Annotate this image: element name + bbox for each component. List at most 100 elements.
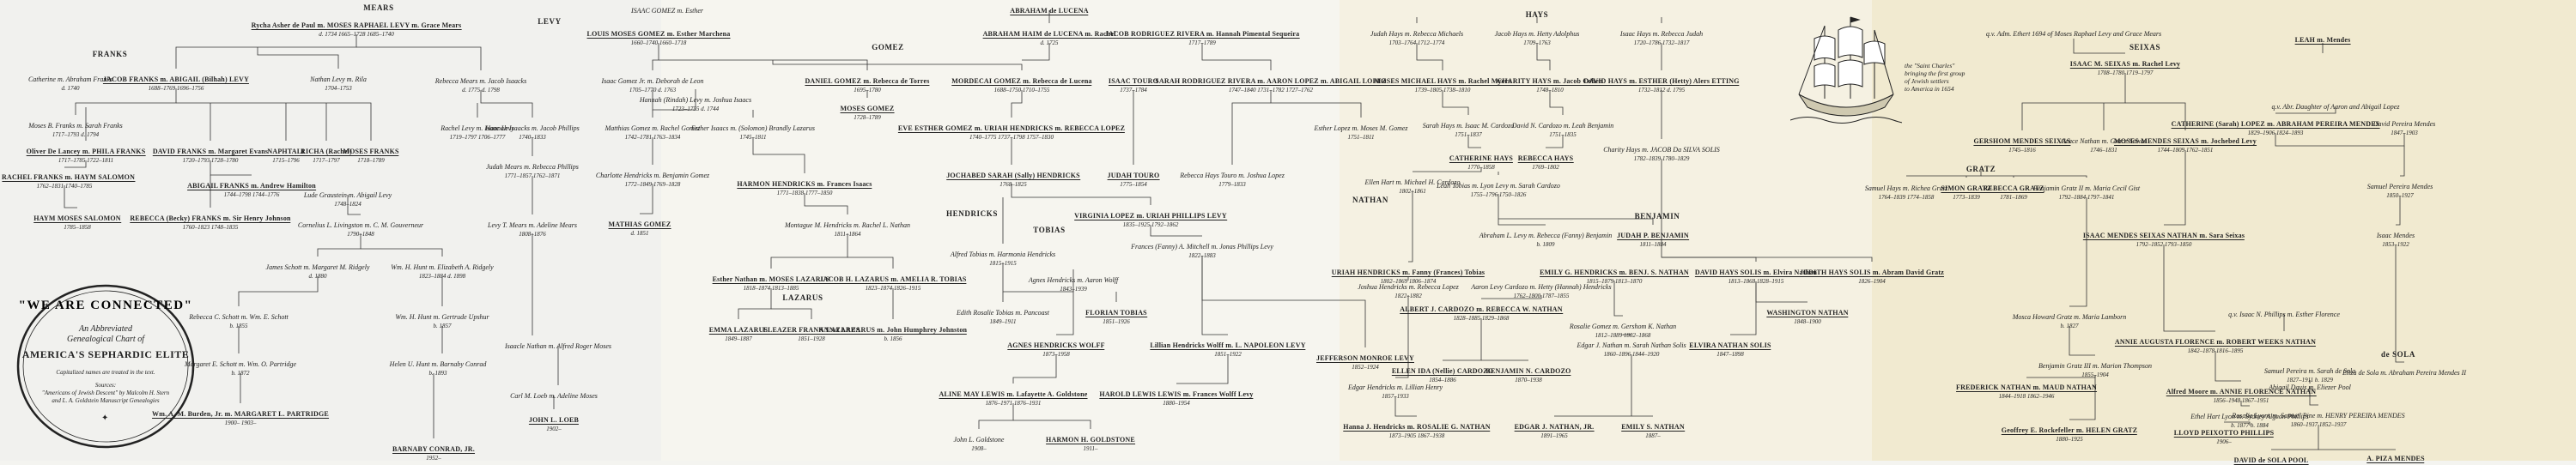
person-name: q.v. Adm. Ethert 1694 of Moses Raphael L… (1985, 30, 2162, 38)
person-dates: 1704–1753 (325, 85, 352, 92)
family-label: MEARS (363, 3, 394, 12)
seal-note-source1: "Americans of Jewish Descent" by Malcolm… (41, 390, 170, 396)
family-label: BENJAMIN (1634, 212, 1680, 220)
person-name: VIRGINIA LOPEZ m. URIAH PHILLIPS LEVY (1074, 212, 1227, 220)
family-label: SEIXAS (2129, 43, 2161, 51)
person-name: BARNABY CONRAD, JR. (392, 445, 475, 454)
ship-illustration (1790, 16, 1902, 124)
person-dates: 1870–1938 (1515, 377, 1542, 383)
person-name: Abraham L. Levy m. Rebecca (Fanny) Benja… (1479, 232, 1613, 239)
person-dates: d. 1725 (1040, 39, 1059, 46)
person-dates: 1792–1852 1793–1850 (2136, 241, 2192, 248)
person-name: JUDAH P. BENJAMIN (1617, 232, 1689, 240)
person-dates: 1952– (426, 455, 441, 462)
person-name: JUDITH HAYS SOLIS m. Abram David Gratz (1800, 269, 1944, 277)
person-name: ABRAHAM HAIM de LUCENA m. Rachel (982, 30, 1116, 39)
person-name: Joshua Hendricks m. Rebecca Lopez (1358, 283, 1459, 291)
person-name: Isaac Gomez Jr. m. Deborah de Leon (601, 77, 704, 85)
panel-left (0, 0, 661, 461)
person-name: Isaacle Nathan m. Alfred Roger Moses (505, 342, 611, 350)
person-name: RICHA (Rachel) (301, 148, 352, 156)
panel-right-cream (1872, 0, 2576, 461)
person-dates: 1740–1775 1737–1798 1757–1830 (969, 134, 1054, 141)
person-name: JACOB H. LAZARUS m. AMELIA R. TOBIAS (819, 275, 967, 284)
person-name: DAVID FRANKS m. Margaret Evans (152, 148, 269, 156)
person-dates: 1842–1878 1816–1895 (2187, 347, 2244, 354)
person-dates: 1717–1797 (313, 157, 340, 164)
person-dates: d. 1740 (61, 85, 80, 92)
person-name: JACOB FRANKS m. ABIGAIL (Bilhah) LEVY (102, 75, 250, 84)
person-dates: 1856–1948 1867–1951 (2213, 397, 2269, 404)
ship-caption-line: bringing the first group (1905, 69, 1965, 77)
person-dates: 1748–1810 (1536, 87, 1564, 94)
seal-note-source2: and L. A. Goldstein Manuscript Genealogi… (52, 397, 160, 404)
person-name: Esther Isaacs m. (Solomon) Brandly Lazar… (691, 124, 815, 132)
seal-note-sources: Sources: (94, 382, 117, 389)
person-name: LEAH m. Mendes (2294, 36, 2351, 45)
person-name: John L. Goldstone (953, 436, 1005, 444)
person-name: RACHEL FRANKS m. HAYM SALOMON (1, 173, 136, 182)
person-name: ABIGAIL FRANKS m. Andrew Hamilton (187, 182, 316, 190)
person-name: ALINE MAY LEWIS m. Lafayette A. Goldston… (939, 390, 1088, 399)
person-name: Eliza de Sola m. Abraham Pereira Mendes … (2342, 369, 2466, 377)
person-name: ALBERT J. CARDOZO m. REBECCA W. NATHAN (1400, 305, 1563, 314)
person-dates: 1746–1831 (2090, 147, 2117, 154)
person-dates: 1843–1939 (1060, 286, 1087, 293)
person-name: JEFFERSON MONROE LEVY (1316, 354, 1414, 363)
person-dates: 1815–1879 1813–1870 (1586, 278, 1643, 285)
person-dates: 1745–1816 (2008, 147, 2036, 154)
person-name: Rebecca Mears m. Jacob Isaacks (434, 77, 527, 85)
person-name: Hannah Isaacks m. Jacob Phillips (485, 124, 580, 132)
person-name: Leah Tobias m. Lyon Levy m. Sarah Cardoz… (1437, 182, 1560, 190)
person-name: Carl M. Loeb m. Adeline Moses (510, 392, 598, 400)
person-name: ISAAC TOURO (1108, 77, 1159, 86)
person-dates: 1770–1858 (1467, 164, 1495, 171)
family-label: LAZARUS (782, 293, 823, 302)
person-name: Helen U. Hunt m. Barnaby Conrad (389, 360, 487, 368)
person-dates: 1739–1805 1738–1810 (1414, 87, 1471, 94)
family-label: LEVY (538, 17, 562, 26)
person-dates: 1827–1911 b. 1829 (2287, 377, 2333, 383)
person-name: Rosalie Gomez m. Gershom K. Nathan (1569, 323, 1677, 330)
person-dates: 1802–1869 1806–1874 (1380, 278, 1437, 285)
person-dates: 1708–1780 1719–1797 (2097, 69, 2154, 76)
person-dates: 1813–1868 1828–1915 (1728, 278, 1784, 285)
person-name: BENJAMIN N. CARDOZO (1485, 367, 1571, 376)
person-dates: 1887– (1645, 432, 1661, 439)
person-dates: 1751–1835 (1549, 131, 1577, 138)
person-dates: 1908– (971, 445, 987, 452)
person-name: ELVIRA NATHAN SOLIS (1689, 341, 1771, 350)
person-dates: 1808–1876 (519, 231, 546, 238)
seal-line-genealogical: Genealogical Chart of (67, 335, 144, 344)
person-dates: 1740–1833 (519, 134, 546, 141)
person-dates: 1755–1796 1750–1826 (1470, 191, 1527, 198)
person-name: MORDECAI GOMEZ m. Rebecca de Lucena (951, 77, 1092, 86)
person-name: HAYM MOSES SALOMON (33, 214, 121, 223)
person-name: Rycha Asher de Paul m. MOSES RAPHAEL LEV… (251, 21, 462, 30)
person-dates: 1822–1883 (1188, 252, 1216, 259)
person-name: CATHERINE (Sarah) LOPEZ m. ABRAHAM PEREI… (2171, 120, 2380, 129)
seal-note-capitalized: Capitalized names are treated in the tex… (56, 369, 155, 376)
star-icon: ✦ (101, 414, 109, 423)
person-name: SARAH RODRIGUEZ RIVERA m. AARON LOPEZ m.… (1155, 77, 1387, 86)
seal-arc-title: "WE ARE CONNECTED" (19, 299, 193, 312)
person-name: ABRAHAM de LUCENA (1010, 7, 1089, 15)
person-name: HARMON HENDRICKS m. Frances Isaacs (737, 180, 872, 189)
person-name: LOUIS MOSES GOMEZ m. Esther Marchena (586, 30, 731, 39)
person-dates: 1880–1925 (2056, 436, 2083, 443)
family-label: FRANKS (92, 50, 128, 58)
seal-line-abbreviated: An Abbreviated (79, 324, 132, 334)
person-name: ISAAC MENDES SEIXAS NATHAN m. Sara Seixa… (2082, 232, 2245, 240)
person-name: Moses B. Franks m. Sarah Franks (28, 122, 123, 130)
person-name: EDGAR J. NATHAN, JR. (1514, 423, 1595, 432)
person-dates: 1732–1812 d. 1795 (1637, 87, 1686, 94)
person-dates: 1860–1937 1852–1937 (2290, 421, 2347, 428)
person-name: Abigail Davis m. Eliezer Pool (2269, 383, 2351, 391)
person-name: Charlotte Hendricks m. Benjamin Gomez (595, 172, 710, 179)
person-dates: 1771–1838 1777–1850 (776, 190, 833, 196)
person-dates: 1792–1884 1797–1841 (2058, 194, 2115, 201)
person-name: Montague M. Hendricks m. Rachel L. Natha… (785, 221, 910, 229)
title-seal: "WE ARE CONNECTED" An Abbreviated Geneal… (15, 283, 196, 450)
person-dates: 1790–1848 (347, 231, 374, 238)
